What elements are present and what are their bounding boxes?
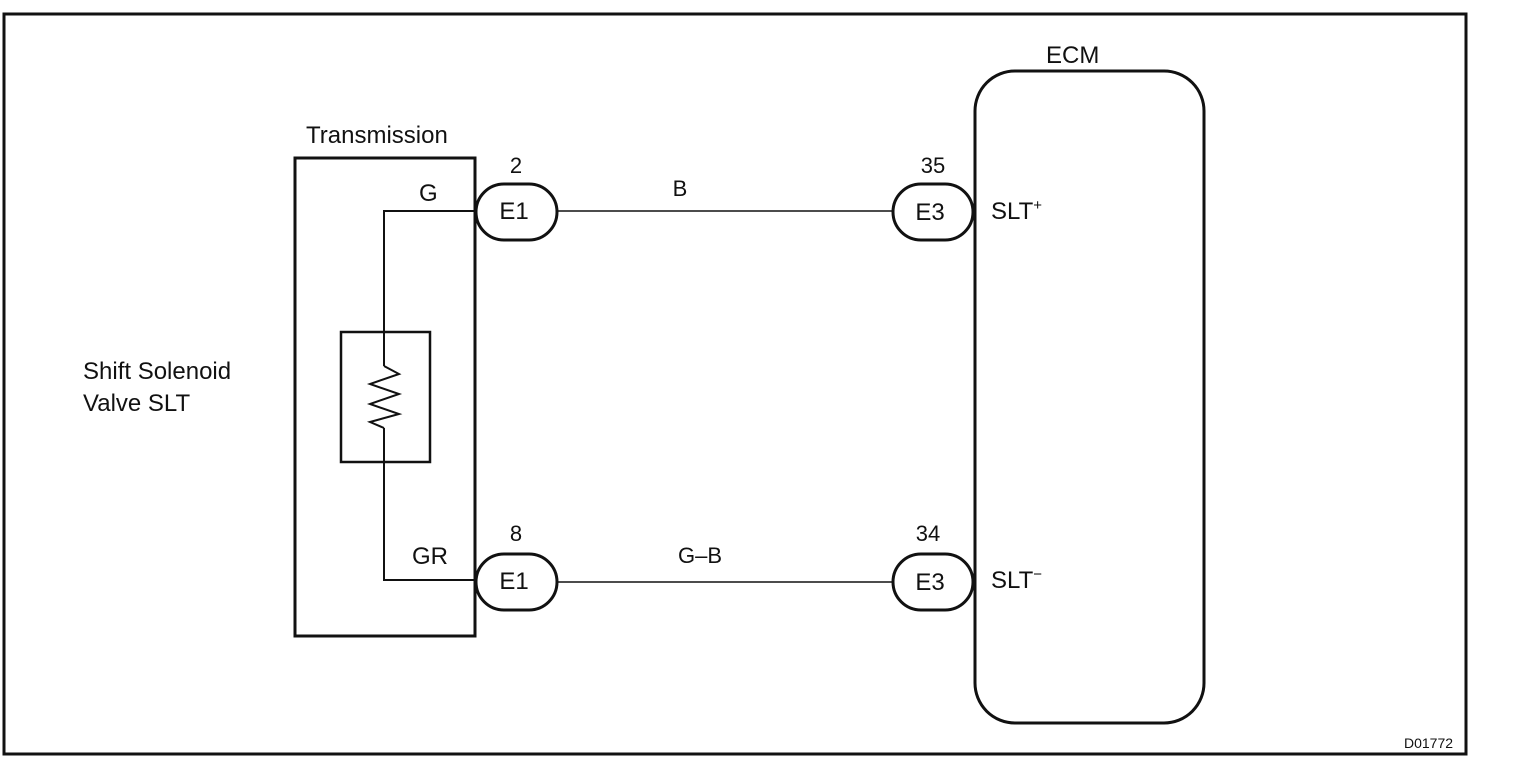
- connector-e3-top-label: E3: [915, 199, 945, 226]
- wire-label-gr: GR: [412, 543, 448, 570]
- solenoid-wire-bottom: [383, 428, 476, 581]
- solenoid-wire-top: [383, 210, 476, 366]
- solenoid-label-line1: Shift Solenoid: [83, 358, 232, 385]
- pin-number-34: 34: [915, 521, 941, 546]
- wire-label-g: G: [419, 180, 438, 207]
- ecm-terminal-slt-plus: SLT+: [991, 197, 1042, 225]
- ecm-terminal-slt-minus: SLT−: [991, 566, 1042, 594]
- connector-e3-bottom-label: E3: [915, 569, 945, 596]
- connector-e1-bottom-label: E1: [499, 568, 529, 595]
- pin-number-35: 35: [920, 153, 946, 178]
- transmission-box: [293, 156, 477, 638]
- slt-minus-base: SLT: [991, 567, 1034, 594]
- slt-minus-sign: −: [1033, 566, 1042, 583]
- pin-number-8: 8: [509, 521, 523, 546]
- connector-e3-top: [891, 182, 975, 242]
- resistor-zigzag: [366, 365, 403, 429]
- connector-e1-top: [474, 182, 559, 242]
- pin-number-2: 2: [509, 153, 523, 178]
- wire-color-b: B: [672, 176, 688, 201]
- solenoid-label: Shift Solenoid Valve SLT: [83, 356, 283, 420]
- transmission-title: Transmission: [306, 122, 448, 149]
- wire-color-g-b: G–B: [677, 543, 723, 568]
- diagram-id: D01772: [1404, 735, 1454, 751]
- slt-plus-base: SLT: [991, 198, 1034, 225]
- connector-e3-bottom: [891, 552, 975, 612]
- solenoid-label-line2: Valve SLT: [83, 390, 191, 417]
- ecm-title: ECM: [1046, 42, 1100, 69]
- diagram-frame: [2, 12, 1468, 756]
- connector-e1-bottom: [474, 552, 559, 612]
- slt-plus-sign: +: [1033, 197, 1042, 214]
- solenoid-box: [339, 330, 432, 464]
- connector-e1-top-label: E1: [499, 198, 529, 225]
- ecm-box: [973, 69, 1206, 725]
